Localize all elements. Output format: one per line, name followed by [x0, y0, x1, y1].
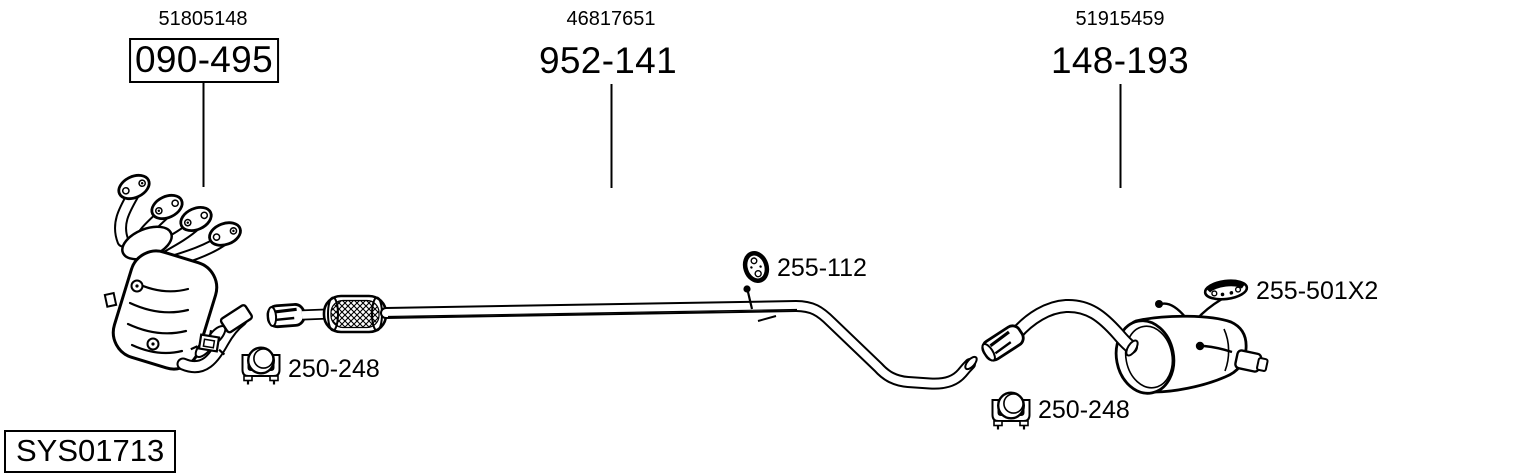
center-pipe-drawing	[266, 285, 978, 390]
oe-number-rear-muffler: 51915459	[1075, 8, 1165, 30]
hanger-pin	[743, 285, 754, 310]
rubber-strap-hanger-icon	[1203, 279, 1249, 301]
pipe-clamp-icon	[991, 391, 1031, 431]
rear-muffler-drawing	[981, 297, 1269, 395]
front-pipe-catalyst-drawing	[103, 173, 253, 374]
system-code-box: SYS01713	[4, 430, 177, 473]
part-number-strap-hanger-rear: 255-501X2	[1256, 277, 1379, 305]
part-number-rear-muffler: 148-193	[1051, 40, 1189, 81]
part-number-clamp-rear: 250-248	[1038, 396, 1130, 424]
part-number-box-front-pipe: 090-495	[129, 38, 279, 83]
rubber-hanger-icon	[742, 251, 770, 283]
part-number-front-pipe: 090-495	[135, 39, 273, 80]
oe-number-front-pipe: 51805148	[158, 8, 248, 30]
pipe-bracket	[190, 329, 226, 356]
pipe-clamp-icon	[241, 346, 281, 386]
part-number-clamp-front: 250-248	[288, 355, 380, 383]
oe-number-center-pipe: 46817651	[566, 8, 656, 30]
part-number-center-pipe: 952-141	[539, 40, 677, 81]
part-number-hanger-center: 255-112	[777, 254, 867, 282]
